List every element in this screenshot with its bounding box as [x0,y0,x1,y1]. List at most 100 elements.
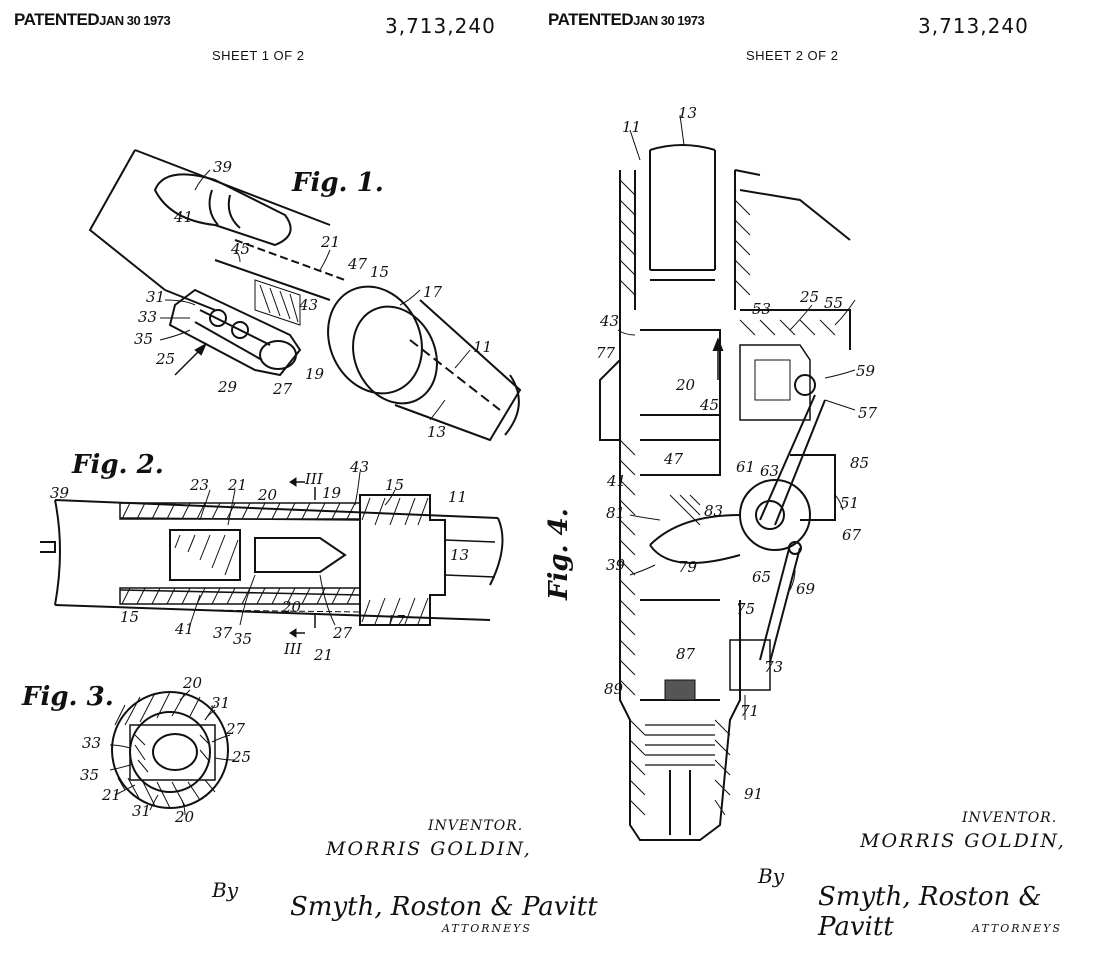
ref-numeral: 43 [600,312,620,330]
ref-numeral: 21 [228,476,248,494]
ref-numeral: 21 [314,646,334,664]
ref-numeral: 39 [213,158,233,176]
ref-numeral: 33 [138,308,158,326]
ref-numeral: 27 [226,720,246,738]
ref-numeral: 69 [796,580,816,598]
ref-numeral: 11 [448,488,468,506]
ref-numeral: 27 [333,624,353,642]
ref-numeral: 43 [350,458,370,476]
ref-numeral: 25 [232,748,252,766]
ref-numeral: 53 [752,300,772,318]
ref-numeral: 41 [175,620,195,638]
ref-numeral: 59 [856,362,876,380]
ref-numeral: 61 [736,458,756,476]
ref-numeral: 43 [299,296,319,314]
ref-numeral: 81 [606,504,626,522]
ref-numeral: 20 [183,674,203,692]
patent-date: JAN 30 1973 [633,13,705,28]
inventor-name: MORRIS GOLDIN, [860,830,1066,852]
ref-numeral: 31 [132,802,152,820]
ref-numeral: 73 [764,658,784,676]
ref-numeral: 65 [752,568,772,586]
ref-numeral: 45 [231,240,251,258]
attorney-signature: Smyth, Roston & Pavitt [290,892,598,922]
ref-numeral: 15 [385,476,405,494]
ref-numeral: 21 [321,233,341,251]
ref-numeral: 17 [386,612,406,630]
patent-number: 3,713,240 [385,14,496,38]
ref-numeral: 19 [322,484,342,502]
attorneys-label: ATTORNEYS [442,922,532,935]
inventor-label: INVENTOR. [428,818,524,834]
ref-numeral: 87 [676,645,696,663]
ref-numeral: 13 [427,423,447,441]
ref-numeral: 15 [370,263,390,281]
ref-numeral: 39 [50,484,70,502]
ref-numeral: 37 [213,624,233,642]
ref-numeral: 35 [233,630,253,648]
ref-numeral: 20 [282,598,302,616]
ref-numeral: 75 [736,600,756,618]
ref-numeral: 79 [678,558,698,576]
sheet-label: SHEET 1 OF 2 [212,48,305,63]
ref-numeral: 20 [258,486,278,504]
ref-numeral: 51 [840,494,860,512]
ref-numeral: 41 [174,208,194,226]
ref-numeral: 23 [190,476,210,494]
ref-numeral: 11 [473,338,493,356]
ref-numeral: 55 [824,294,844,312]
ref-numeral: 13 [678,104,698,122]
patent-date: JAN 30 1973 [99,13,171,28]
fig1-label: Fig. 1. [292,168,384,198]
sheet-label: SHEET 2 OF 2 [746,48,839,63]
ref-numeral: 31 [211,694,231,712]
fig1-drawing [88,149,522,442]
ref-numeral: III [305,470,323,488]
patented-label: PATENTEDJAN 30 1973 [14,10,171,29]
ref-numeral: 83 [704,502,724,520]
by-label: By [212,878,238,902]
fig3-drawing [109,689,236,816]
ref-numeral: 33 [82,734,102,752]
ref-numeral: 35 [134,330,154,348]
ref-numeral: III [284,640,302,658]
attorney-signature: Smyth, Roston & Pavitt [818,882,1042,942]
inventor-name: MORRIS GOLDIN, [326,838,532,860]
by-label: By [758,864,784,888]
ref-numeral: 39 [606,556,626,574]
ref-numeral: 67 [842,526,862,544]
ref-numeral: 20 [175,808,195,826]
ref-numeral: 91 [744,785,764,803]
ref-numeral: 85 [850,454,870,472]
ref-numeral: 89 [604,680,624,698]
ref-numeral: 11 [622,118,642,136]
ref-numeral: 31 [146,288,166,306]
ref-numeral: 47 [348,255,368,273]
fig3-label: Fig. 3. [22,682,114,712]
fig2-drawing [40,471,504,638]
fig4-label: Fig. 4. [544,508,574,600]
ref-numeral: 25 [800,288,820,306]
ref-numeral: 20 [676,376,696,394]
ref-numeral: 47 [664,450,684,468]
fig2-label: Fig. 2. [72,450,164,480]
ref-numeral: 57 [858,404,878,422]
ref-numeral: 45 [700,396,720,414]
ref-numeral: 17 [423,283,443,301]
ref-numeral: 21 [102,786,122,804]
patented-label: PATENTEDJAN 30 1973 [548,10,705,29]
ref-numeral: 29 [218,378,238,396]
ref-numeral: 27 [273,380,293,398]
ref-numeral: 77 [596,344,616,362]
ref-numeral: 35 [80,766,100,784]
ref-numeral: 63 [760,462,780,480]
inventor-label: INVENTOR. [962,810,1058,826]
ref-numeral: 15 [120,608,140,626]
attorneys-label: ATTORNEYS [972,922,1062,935]
patent-number: 3,713,240 [918,14,1029,38]
ref-numeral: 41 [607,472,627,490]
ref-numeral: 25 [156,350,176,368]
ref-numeral: 19 [305,365,325,383]
ref-numeral: 13 [450,546,470,564]
